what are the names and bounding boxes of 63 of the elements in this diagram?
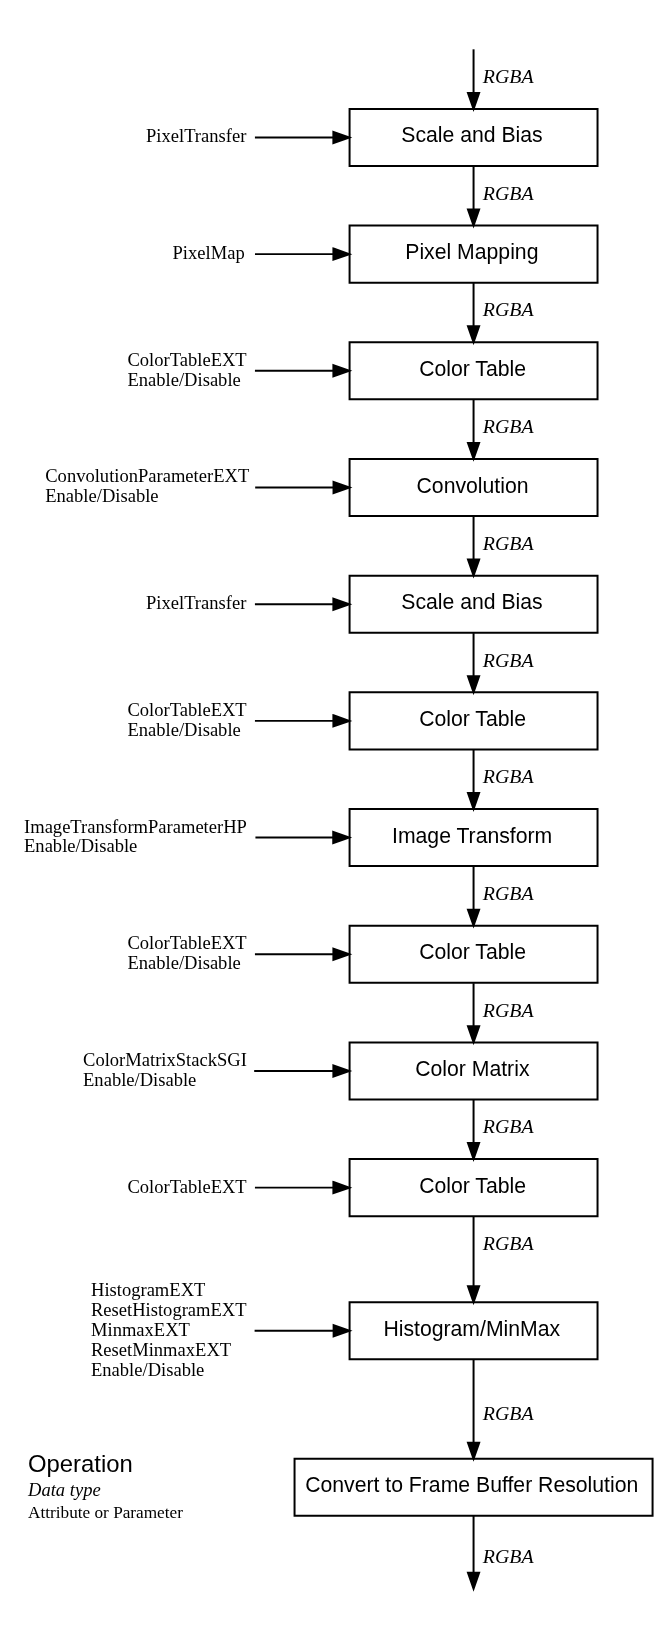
arrow — [253, 129, 353, 144]
node-box: Color Table — [348, 340, 599, 400]
arrow — [466, 748, 481, 812]
arrow — [253, 946, 353, 961]
edge-label: RGBA — [482, 1231, 534, 1254]
edge-label: RGBA — [482, 881, 534, 904]
edge-label: RGBA — [482, 1401, 534, 1424]
arrow — [253, 713, 353, 728]
node-box: Convert to Frame Buffer Resolution — [293, 1457, 654, 1517]
node-text: PixelTransfer — [146, 124, 247, 146]
legend-label: Attribute or Parameter — [28, 1502, 183, 1522]
arrow — [466, 865, 481, 929]
arrow — [466, 398, 481, 462]
edge-label: RGBA — [482, 1544, 534, 1567]
node-text: ColorTableEXT Enable/Disable — [127, 931, 247, 973]
arrow — [253, 1180, 353, 1195]
arrow — [466, 164, 481, 228]
arrow — [466, 1098, 481, 1162]
node-box: Color Table — [348, 924, 599, 984]
arrow — [466, 514, 481, 579]
node-box: Color Matrix — [348, 1040, 599, 1100]
arrow — [253, 1323, 353, 1338]
node-box: Pixel Mapping — [348, 224, 599, 284]
arrow — [466, 281, 481, 345]
arrow — [466, 47, 481, 112]
node-box: Scale and Bias — [348, 107, 599, 167]
node-text: PixelMap — [172, 241, 245, 263]
node-box: Convolution — [348, 457, 599, 517]
edge-label: RGBA — [482, 764, 534, 787]
node-text: ColorTableEXT Enable/Disable — [127, 698, 247, 740]
edge-label: RGBA — [482, 1114, 534, 1137]
arrow — [253, 596, 353, 611]
edge-label: RGBA — [482, 414, 534, 437]
arrow — [253, 1063, 353, 1078]
legend-label: Data type — [28, 1478, 101, 1500]
arrow — [254, 246, 353, 261]
arrow — [466, 631, 481, 695]
arrow — [254, 480, 353, 494]
node-text: PixelTransfer — [146, 591, 247, 613]
arrow — [466, 1514, 481, 1592]
edge-label: RGBA — [482, 181, 534, 204]
node-box: Histogram/MinMax — [348, 1300, 599, 1360]
node-text: HistogramEXT ResetHistogramEXT MinmaxEXT ResetMinmaxEXT Enable/Disable — [91, 1278, 247, 1380]
edge-label: RGBA — [482, 297, 534, 320]
arrow — [253, 363, 353, 378]
node-text: ColorTableEXT Enable/Disable — [127, 348, 247, 390]
arrow — [466, 981, 481, 1045]
edge-label: RGBA — [482, 998, 534, 1021]
node-text: ColorMatrixStackSGI Enable/Disable — [83, 1048, 247, 1090]
arrow — [254, 830, 353, 845]
edge-label: RGBA — [482, 64, 534, 87]
arrow — [466, 1358, 481, 1462]
node-box: Scale and Bias — [348, 574, 599, 634]
legend-label: Operation — [28, 1449, 133, 1477]
node-text: ColorTableEXT — [127, 1175, 247, 1197]
node-box: Color Table — [348, 690, 599, 750]
edge-label: RGBA — [482, 648, 534, 671]
node-box: Color Table — [348, 1157, 599, 1217]
node-text: ConvolutionParameterEXT Enable/Disable — [45, 464, 250, 506]
arrow — [466, 1214, 481, 1305]
edge-label: RGBA — [482, 531, 534, 554]
node-text: ImageTransformParameterHP Enable/Disable — [24, 815, 247, 856]
node-box: Image Transform — [348, 807, 599, 867]
